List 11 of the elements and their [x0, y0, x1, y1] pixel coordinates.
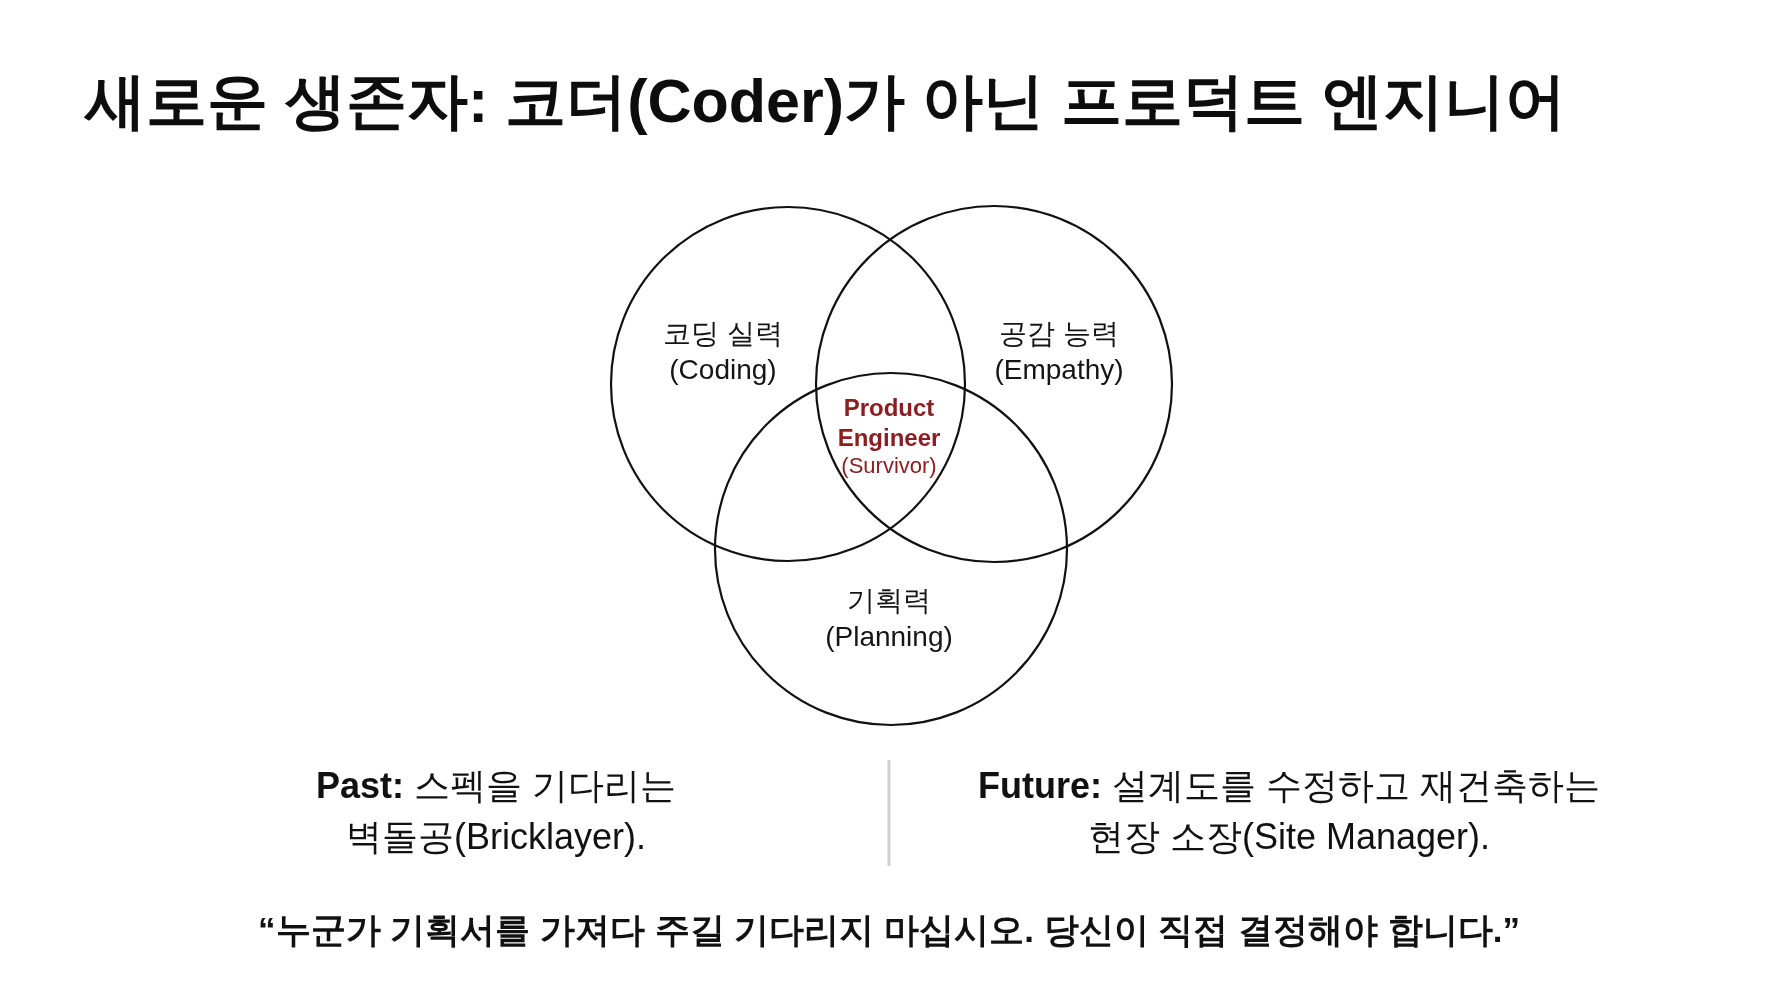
circle-label: 기획력 (Planning): [824, 583, 954, 654]
quote-text: “누군가 기획서를 가져다 주길 기다리지 마십시오. 당신이 직접 결정해야 합니다.”: [257, 909, 1521, 951]
center-sublabel: (Survivor): [840, 452, 938, 480]
past-text: Past: 스펙을 기다리는 벽돌공(Bricklayer).: [314, 763, 677, 859]
circle-label: 공감 능력 (Empathy): [993, 316, 1125, 387]
future-text: Future: 설계도를 수정하고 재건축하는 현장 소장(Site Manager).: [977, 763, 1601, 859]
center-label: Product Engineer: [836, 393, 942, 453]
venn-circle: [610, 206, 966, 562]
title: 새로운 생존자: 코더(Coder)가 아닌 프로덕트 엔지니어: [85, 66, 1566, 137]
circle-label: 코딩 실력 (Coding): [662, 316, 784, 387]
venn-circle: [815, 205, 1173, 563]
